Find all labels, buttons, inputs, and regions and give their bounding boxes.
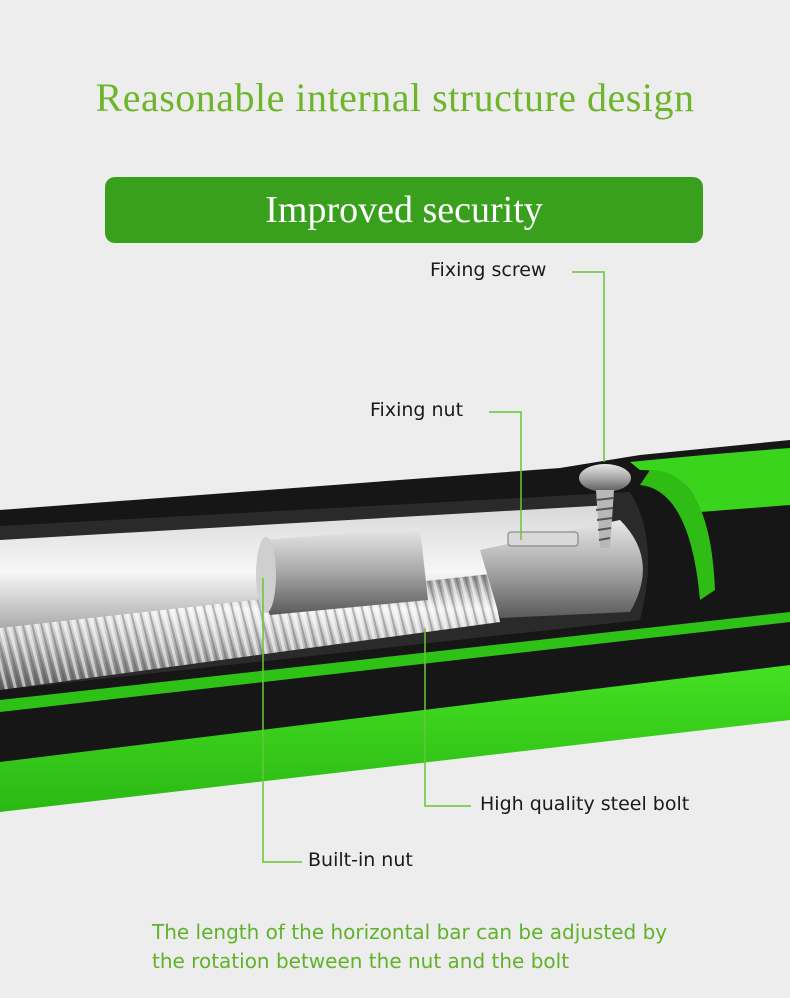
foam-green-outer bbox=[0, 660, 790, 812]
foam-green-endcap bbox=[630, 448, 790, 512]
page-title: Reasonable internal structure design bbox=[95, 75, 695, 120]
fixing-screw-shape bbox=[579, 464, 631, 548]
label-builtin-nut: Built-in nut bbox=[308, 849, 413, 871]
banner-text: Improved security bbox=[265, 189, 543, 231]
leader-builtin-nut bbox=[262, 578, 302, 863]
foam-green-ring bbox=[640, 470, 715, 600]
leader-fixing-screw bbox=[572, 271, 605, 462]
leader-fixing-nut bbox=[489, 411, 522, 540]
caption-line-1: The length of the horizontal bar can be … bbox=[152, 920, 668, 944]
label-steel-bolt: High quality steel bolt bbox=[480, 793, 690, 815]
caption: The length of the horizontal bar can be … bbox=[152, 918, 752, 976]
built-in-nut-shape bbox=[257, 528, 428, 615]
label-fixing-screw: Fixing screw bbox=[430, 259, 547, 281]
leader-steel-bolt bbox=[424, 628, 471, 807]
caption-line-2: the rotation between the nut and the bol… bbox=[152, 949, 570, 973]
label-fixing-nut: Fixing nut bbox=[370, 399, 464, 421]
feature-banner: Improved security bbox=[105, 177, 703, 243]
